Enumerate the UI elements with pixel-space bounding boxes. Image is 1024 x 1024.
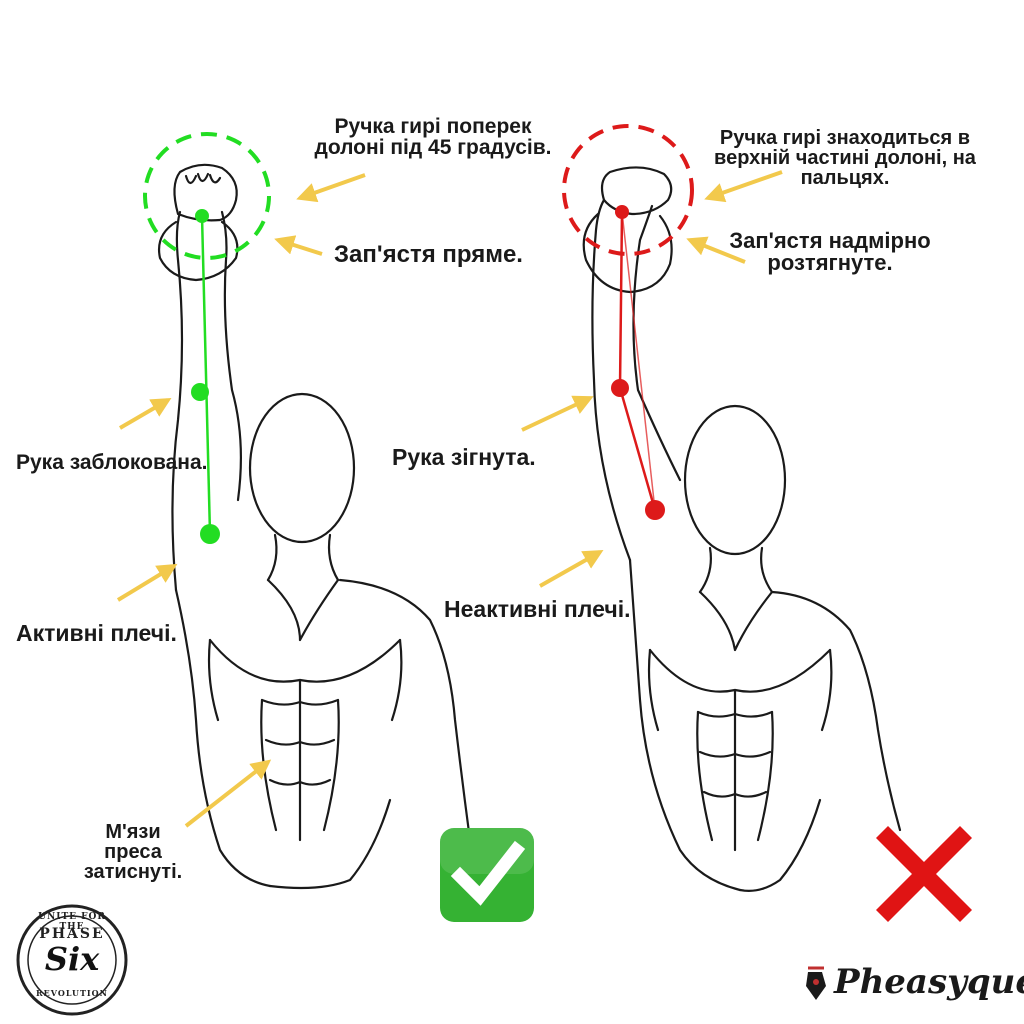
right-arm-label: Рука зігнута.	[392, 444, 536, 470]
right-grip-circle	[562, 124, 694, 256]
arrow-left-wrist	[274, 235, 323, 256]
phase-six-top-text: UNITE FOR THE	[38, 912, 106, 932]
phase-six-script-text: Six	[44, 940, 100, 978]
arrow-right-grip	[704, 170, 783, 203]
left-wrist-label: Зап'ястя пряме.	[334, 241, 523, 268]
left-figure	[158, 163, 472, 890]
phase-six-middle-text: PHASE	[39, 926, 105, 942]
left-arm-label: Рука заблокована.	[16, 451, 208, 474]
left-grip-label: Ручка гирі поперек долоні під 45 градусі…	[314, 115, 552, 159]
right-wrist-label: Зап'ястя надмірно розтягнуте.	[729, 228, 931, 275]
arrow-right-shoulders	[539, 550, 604, 588]
pen-nib-icon	[806, 966, 826, 1000]
arrow-right-wrist	[686, 236, 746, 264]
right-grip-label: Ручка гирі знаходиться в верхній частині…	[714, 127, 976, 189]
right-head	[683, 404, 787, 556]
phase-six-bottom-text: REVOLUTION	[36, 988, 108, 998]
left-shoulders-label: Активні плечі.	[16, 620, 177, 646]
right-elbow-dot	[611, 379, 629, 397]
left-alignment-line	[200, 215, 212, 535]
arrow-left-arm	[118, 397, 172, 430]
cross-mark-icon	[875, 825, 973, 923]
right-figure	[582, 166, 902, 892]
left-shoulder-dot	[200, 524, 220, 544]
arrow-left-grip	[296, 173, 366, 203]
right-shoulder-dot	[645, 500, 665, 520]
left-elbow-dot	[191, 383, 209, 401]
arrow-right-arm	[521, 395, 594, 432]
right-wrist-dot	[615, 205, 629, 219]
right-shoulders-label: Неактивні плечі.	[444, 596, 631, 622]
arrow-left-shoulders	[116, 563, 178, 602]
left-abs-label: М'язи преса затиснуті.	[83, 821, 183, 883]
pointer-arrows	[116, 170, 783, 828]
check-mark-icon	[440, 828, 534, 922]
left-head	[248, 392, 356, 544]
pheasyque-logo-text: Pheasyque	[834, 962, 1024, 1002]
left-grip-circle	[143, 132, 271, 260]
arrow-left-abs	[184, 759, 272, 828]
left-wrist-dot	[195, 209, 209, 223]
phase-six-logo	[16, 904, 128, 1016]
